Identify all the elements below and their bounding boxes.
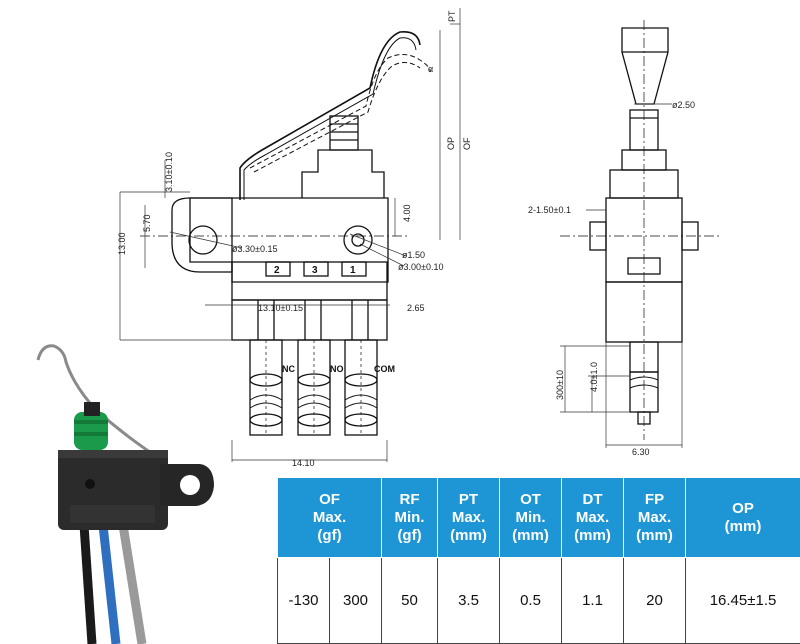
pin-label-nc: NC bbox=[282, 364, 295, 374]
dim-dia-3-30: ø3.30±0.15 bbox=[232, 244, 277, 254]
header-of: OF Max. (gf) bbox=[276, 477, 383, 558]
dim-4-00: 4.00 bbox=[402, 204, 412, 222]
dim-6-30: 6.30 bbox=[632, 447, 650, 457]
value-cell: 1.1 bbox=[561, 557, 625, 644]
value-cell: -130 bbox=[277, 557, 330, 644]
plunger-body bbox=[301, 149, 385, 198]
of-label: OF bbox=[462, 137, 472, 150]
dim-slot: 2-1.50±0.1 bbox=[528, 205, 571, 215]
dim-5-70: 5.70 bbox=[142, 214, 152, 232]
product-photo bbox=[36, 344, 214, 644]
spec-header-row: OF Max. (gf) RF Min. (gf) PT Max. (mm) O… bbox=[276, 477, 800, 558]
dim-dia-3-00: ø3.00±0.10 bbox=[398, 262, 443, 272]
dim-300: 300±10 bbox=[555, 370, 565, 400]
pt-label: PT bbox=[447, 10, 457, 22]
front-lever bbox=[621, 27, 669, 105]
dim-3-10: 3.10±0.10 bbox=[164, 152, 174, 192]
dim-4-0: 4.0±1.0 bbox=[589, 362, 599, 392]
pin-number-2: 2 bbox=[274, 265, 280, 276]
dim-dia-2-50: ø2.50 bbox=[672, 100, 695, 110]
dim-13-00: 13.00 bbox=[117, 232, 127, 255]
header-pt: PT Max. (mm) bbox=[437, 477, 501, 558]
header-rf: RF Min. (gf) bbox=[381, 477, 439, 558]
pin-number-1: 1 bbox=[350, 265, 356, 276]
header-ot: OT Min. (mm) bbox=[499, 477, 563, 558]
housing-outline bbox=[189, 197, 389, 283]
front-dimension-lines bbox=[560, 103, 683, 448]
header-dt: DT Max. (mm) bbox=[561, 477, 625, 558]
value-cell: 16.45±1.5 bbox=[685, 557, 800, 644]
value-cell: 50 bbox=[381, 557, 439, 644]
alpha-label: α bbox=[428, 64, 433, 74]
pin-label-com: COM bbox=[374, 364, 395, 374]
value-cell: 3.5 bbox=[437, 557, 501, 644]
dim-2-65: 2.65 bbox=[407, 303, 425, 313]
spec-table: OF Max. (gf) RF Min. (gf) PT Max. (mm) O… bbox=[276, 477, 800, 644]
pin-label-no: NO bbox=[330, 364, 344, 374]
spec-value-row: -130 300 50 3.5 0.5 1.1 20 16.45±1.5 bbox=[277, 557, 800, 644]
dim-14-10: 14.10 bbox=[292, 458, 315, 468]
header-op: OP (mm) bbox=[685, 477, 800, 558]
pin-number-3: 3 bbox=[312, 265, 318, 276]
mount-hole-right bbox=[343, 225, 373, 255]
mounting-ear bbox=[171, 197, 233, 273]
front-view bbox=[560, 20, 720, 440]
value-cell: 20 bbox=[623, 557, 687, 644]
dim-dia-1-50: ø1.50 bbox=[402, 250, 425, 260]
lever bbox=[239, 30, 421, 200]
op-label: OP bbox=[446, 137, 456, 150]
side-dimension-lines bbox=[119, 8, 461, 462]
value-cell: 0.5 bbox=[499, 557, 563, 644]
dim-13-10: 13.10±0.15 bbox=[258, 303, 303, 313]
header-fp: FP Max. (mm) bbox=[623, 477, 687, 558]
side-view bbox=[140, 30, 431, 436]
value-cell: 300 bbox=[328, 557, 383, 644]
mount-hole-left bbox=[188, 225, 218, 255]
